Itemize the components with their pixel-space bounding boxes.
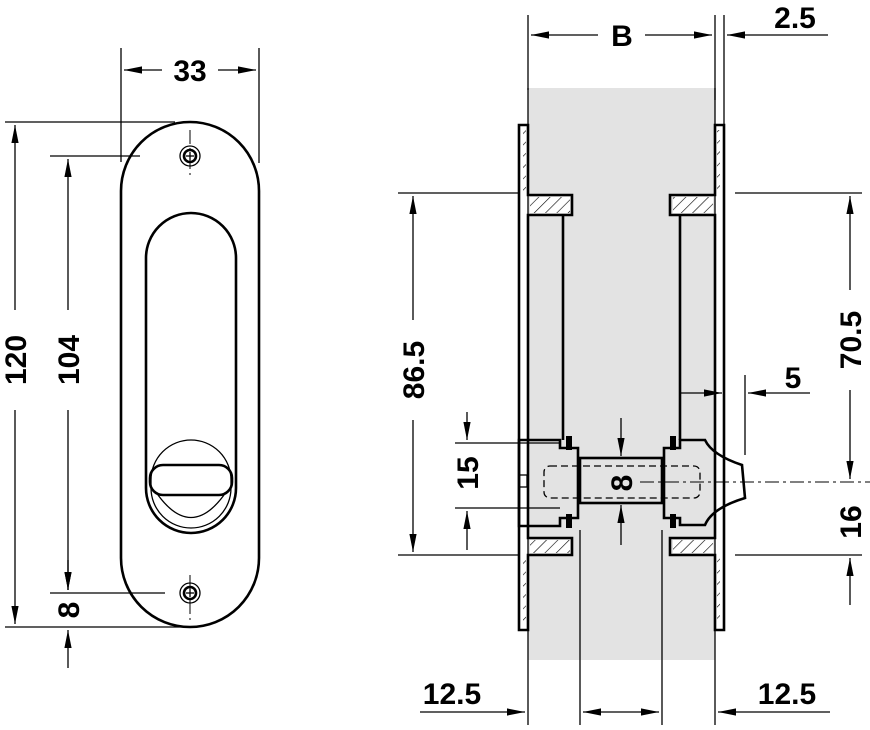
dim-right-depth-12-5: 12.5 (758, 678, 816, 711)
dim-left-depth-12-5: 12.5 (423, 678, 481, 711)
dim-screw-spacing-104: 104 (53, 335, 86, 385)
dim-height-120: 120 (0, 335, 33, 385)
dim-flange-2-5: 2.5 (774, 2, 816, 35)
dim-height-86-5: 86.5 (398, 341, 431, 399)
handle-recess (144, 211, 238, 535)
spindle (578, 456, 664, 505)
door-leaf (528, 88, 715, 660)
handle-plate (119, 120, 261, 629)
dim-offset-16: 16 (835, 505, 868, 538)
dim-width-33: 33 (173, 55, 206, 88)
left-top-hatch (530, 197, 570, 213)
right-handle-shell (668, 123, 726, 632)
right-top-hatch (673, 197, 713, 213)
front-view: 33 120 104 8 (0, 48, 261, 668)
dim-door-thickness-B: B (611, 20, 633, 53)
privacy-turn-icon (148, 463, 234, 519)
left-bottom-hatch (530, 540, 570, 553)
lock-right-body-knob (662, 438, 747, 527)
dim-height-70-5: 70.5 (835, 311, 868, 369)
left-handle-shell (517, 123, 574, 632)
dim-spindle-width-8: 8 (606, 475, 639, 492)
dim-screw-offset-8: 8 (53, 602, 86, 619)
dim-knob-offset-5: 5 (785, 362, 802, 395)
section-view: B 2.5 86.5 15 8 70.5 16 5 (398, 2, 870, 725)
recess-inner (150, 439, 232, 529)
right-bottom-hatch (673, 540, 713, 553)
dim-spindle-height-15: 15 (452, 456, 485, 489)
